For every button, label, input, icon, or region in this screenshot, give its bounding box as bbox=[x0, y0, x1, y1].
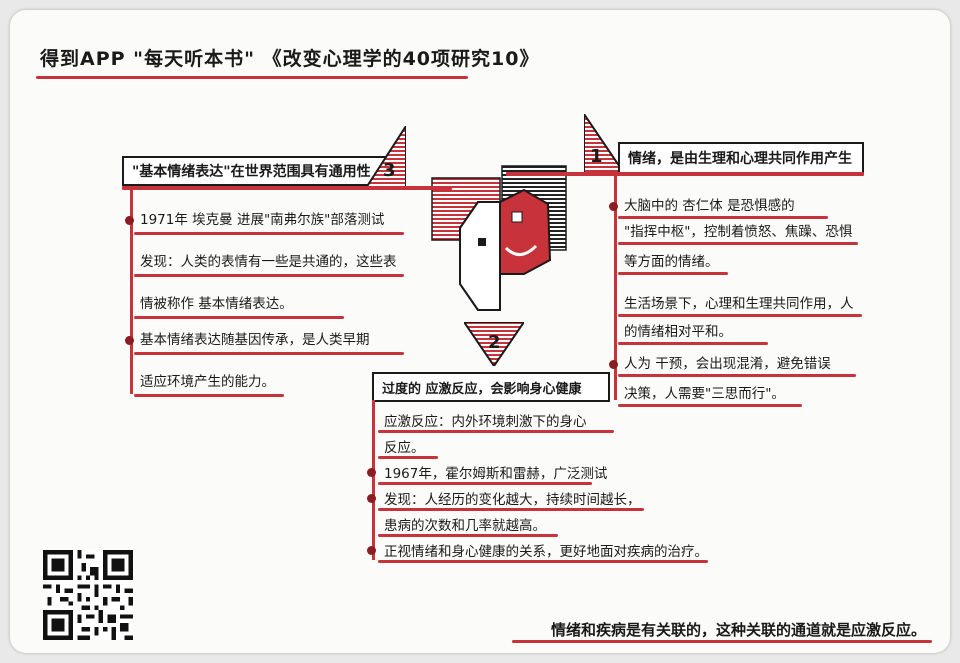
branch3-item-underline bbox=[134, 232, 404, 235]
branch2-item-underline bbox=[378, 508, 644, 511]
branch3-item: 情被称作 基本情绪表达。 bbox=[140, 296, 293, 312]
branch1-item-underline bbox=[618, 342, 768, 345]
branch1-connector bbox=[506, 172, 864, 176]
branch3-item: 适应环境产生的能力。 bbox=[140, 374, 275, 390]
branch3-trunk bbox=[130, 186, 133, 394]
branch2-item: 发现：人经历的变化越大，持续时间越长， bbox=[384, 492, 641, 508]
branch2-trunk bbox=[372, 400, 375, 560]
branch3-bullet bbox=[125, 336, 134, 345]
branch2-bullet bbox=[367, 468, 376, 477]
branch3-heading: "基本情绪表达"在世界范围具有通用性 bbox=[122, 156, 402, 186]
branch2-item: 应激反应：内外环境刺激下的身心 bbox=[384, 414, 587, 430]
branch1-item-underline bbox=[618, 272, 728, 275]
branch2-item: 正视情绪和身心健康的关系，更好地面对疾病的治疗。 bbox=[384, 544, 708, 560]
footer-summary: 情绪和疾病是有关联的，这种关联的通道就是应激反应。 bbox=[550, 621, 926, 639]
branch2-item: 反应。 bbox=[384, 440, 425, 456]
title-underline bbox=[36, 76, 468, 79]
branch2-triangle bbox=[464, 322, 524, 366]
branch1-item-underline bbox=[618, 216, 828, 219]
branch1-item: 的情绪相对平和。 bbox=[624, 324, 732, 340]
branch2-item: 患病的次数和几率就越高。 bbox=[384, 518, 546, 534]
branch1-heading: 情绪，是由生理和心理共同作用产生 bbox=[618, 142, 864, 174]
mindmap-card: 得到APP "每天听本书" 《改变心理学的40项研究10》 bbox=[10, 10, 950, 653]
branch1-item: 大脑中的 杏仁体 是恐惧感的 bbox=[624, 198, 795, 214]
branch2-item-underline bbox=[378, 534, 558, 537]
branch3-item-underline bbox=[134, 394, 284, 397]
footer-underline bbox=[512, 640, 932, 643]
branch3-triangle bbox=[366, 126, 406, 188]
branch2-item-underline bbox=[378, 482, 592, 485]
face-illustration bbox=[431, 165, 567, 311]
branch1-item-underline bbox=[618, 314, 862, 317]
branch1-item-underline bbox=[618, 404, 802, 407]
branch3-bullet bbox=[125, 216, 134, 225]
branch1-bullet bbox=[609, 202, 618, 211]
branch1-item: 决策，人需要"三思而行"。 bbox=[624, 386, 785, 402]
qr-code bbox=[43, 550, 133, 640]
branch3-item: 发现：人类的表情有一些是共通的，这些表 bbox=[140, 254, 397, 270]
branch2-item-underline bbox=[378, 456, 438, 459]
branch1-number: 1 bbox=[590, 146, 603, 167]
branch1-item: 生活场景下，心理和生理共同作用，人 bbox=[624, 296, 854, 312]
branch3-item-underline bbox=[134, 316, 344, 319]
branch2-bullet bbox=[367, 546, 376, 555]
branch3-item: 1971年 埃克曼 进展"南弗尔族"部落测试 bbox=[140, 212, 385, 228]
branch2-bullet bbox=[367, 494, 376, 503]
branch1-item: "指挥中枢"，控制着愤怒、焦躁、恐惧 bbox=[624, 224, 853, 240]
branch2-item: 1967年，霍尔姆斯和雷赫，广泛测试 bbox=[384, 466, 608, 482]
branch1-item: 人为 干预，会出现混淆，避免错误 bbox=[624, 356, 831, 372]
branch2-item-underline bbox=[378, 560, 708, 563]
branch2-heading: 过度的 应激反应，会影响身心健康 bbox=[372, 372, 610, 402]
branch3-connector bbox=[122, 186, 452, 190]
branch1-bullet bbox=[609, 360, 618, 369]
branch1-trunk bbox=[614, 174, 617, 400]
branch3-item: 基本情绪表达随基因传承，是人类早期 bbox=[140, 332, 370, 348]
branch1-item-underline bbox=[618, 374, 856, 377]
branch2-number: 2 bbox=[488, 332, 501, 353]
branch3-item-underline bbox=[134, 274, 404, 277]
branch2-item-underline bbox=[378, 430, 614, 433]
branch3-item-underline bbox=[134, 352, 404, 355]
page-title: 得到APP "每天听本书" 《改变心理学的40项研究10》 bbox=[40, 48, 540, 70]
branch3-number: 3 bbox=[383, 160, 396, 181]
branch1-item-underline bbox=[618, 242, 858, 245]
branch1-triangle bbox=[584, 114, 626, 176]
branch1-item: 等方面的情绪。 bbox=[624, 254, 719, 270]
